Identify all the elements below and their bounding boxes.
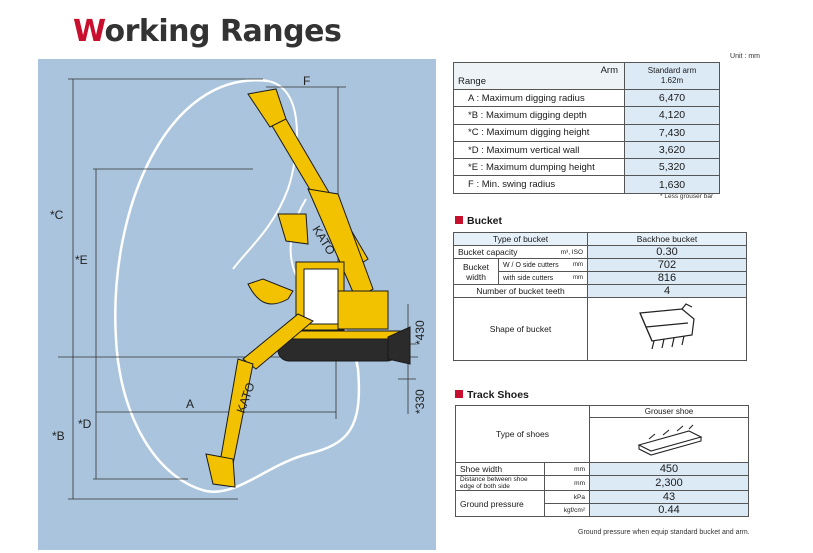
section-marker-icon: [455, 216, 463, 224]
digging-bucket: [205, 453, 236, 488]
corner-range: Range: [458, 76, 486, 87]
title-initial: W: [73, 14, 105, 49]
label-330: *330: [413, 389, 427, 414]
bucket-icon: [639, 303, 695, 350]
label-e: *E: [75, 253, 88, 267]
corner-arm: Arm: [600, 65, 618, 76]
bucket-teeth-value: 4: [587, 284, 747, 298]
excavator-drawing: F *C *E A *B *D *430 *330 KATO KATO: [50, 74, 427, 500]
grouser-shoe-icon: [637, 424, 703, 456]
dozer-blade: [387, 326, 411, 365]
pressure-value-kpa: 43: [589, 490, 749, 504]
bucket-shape-label: Shape of bucket: [453, 297, 588, 361]
label-d: *D: [78, 417, 92, 431]
engine-cover: [337, 290, 389, 330]
working-ranges-table: Arm Range Standard arm 1.62m A : Maximum…: [453, 62, 720, 194]
bucket-capacity-value: 0.30: [587, 245, 747, 259]
distance-unit: mm: [544, 475, 590, 491]
wo-side-cutters-value: 702: [587, 258, 747, 272]
label-f: F: [303, 74, 310, 88]
label-430: *430: [413, 320, 427, 345]
bucket-type-label: Type of bucket: [453, 232, 588, 246]
column-header: Standard arm 1.62m: [624, 62, 720, 90]
shoe-type-value: Grouser shoe: [589, 405, 749, 418]
curl-bucket: [247, 278, 294, 305]
shoe-width-label: Shoe width: [455, 462, 545, 476]
track-shoes-table: Type of shoes Grouser shoe Shoe width mm…: [455, 405, 749, 517]
unit-label: Unit : mm: [730, 53, 760, 60]
raised-bucket: [247, 88, 287, 128]
page-title: Working Ranges: [73, 14, 342, 50]
bucket-heading: Bucket: [455, 215, 502, 227]
ground-pressure-label: Ground pressure: [455, 490, 545, 517]
track: [277, 338, 399, 362]
upper-frame: [282, 330, 402, 340]
shoe-width-value: 450: [589, 462, 749, 476]
shoe-width-unit: mm: [544, 462, 590, 476]
shoe-image: [589, 417, 749, 463]
bucket-table: Type of bucket Backhoe bucket Bucket cap…: [453, 232, 747, 361]
lowered-boom: [242, 313, 314, 370]
ground-pressure-note: Ground pressure when equip standard buck…: [578, 529, 750, 536]
range-envelope: [114, 79, 361, 493]
title-rest: orking Ranges: [104, 14, 342, 49]
label-c: *C: [50, 208, 64, 222]
track-shoes-heading: Track Shoes: [455, 389, 529, 401]
with-side-cutters-value: 816: [587, 271, 747, 285]
bucket-shape-image: [587, 297, 747, 361]
pressure-unit-kgf: kgf/cm²: [544, 503, 590, 517]
bucket-teeth-label: Number of bucket teeth: [453, 284, 588, 298]
section-marker-icon: [455, 390, 463, 398]
bucket-width-label: Bucket width: [453, 258, 499, 285]
dump-bucket: [277, 213, 309, 245]
label-b: *B: [52, 429, 65, 443]
cab-window: [303, 268, 339, 325]
bucket-type-value: Backhoe bucket: [587, 232, 747, 246]
inner-envelope: [232, 80, 298, 270]
pressure-unit-kpa: kPa: [544, 490, 590, 504]
shoe-type-label: Type of shoes: [455, 405, 590, 463]
working-range-diagram: F *C *E A *B *D *430 *330 KATO KATO: [38, 59, 436, 550]
footnote: * Less grouser bar: [660, 193, 714, 200]
corner-cell: Arm Range: [453, 62, 625, 90]
distance-value: 2,300: [589, 475, 749, 491]
pressure-value-kgf: 0.44: [589, 503, 749, 517]
label-a: A: [186, 397, 194, 411]
